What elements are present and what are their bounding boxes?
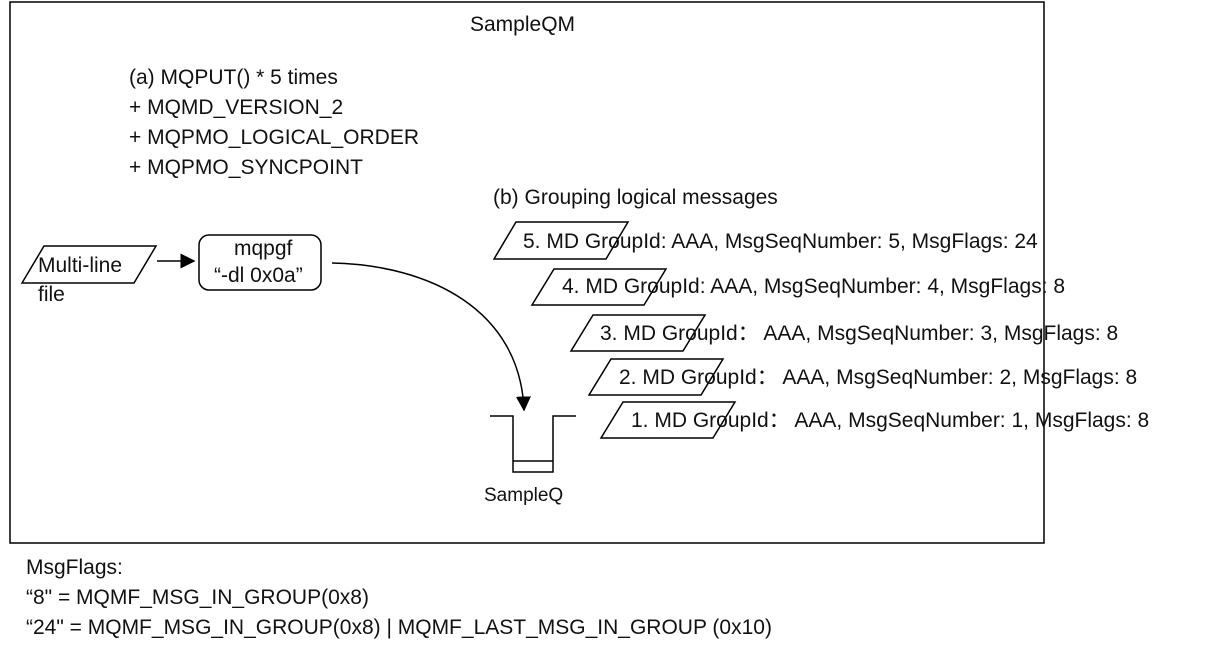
mqpgf-to-queue-arrow bbox=[331, 262, 531, 412]
queue-symbol bbox=[490, 415, 576, 473]
grouping-title: (b) Grouping logical messages bbox=[493, 186, 778, 209]
legend-line: “24" = MQMF_MSG_IN_GROUP(0x8) | MQMF_LAS… bbox=[26, 616, 772, 639]
mqpgf-label-line2: “-dl 0x0a” bbox=[214, 264, 303, 287]
message-4-label: 4. MD GroupId: AAA, MsgSeqNumber: 4, Msg… bbox=[562, 275, 1066, 298]
message-2-shape bbox=[587, 358, 725, 396]
message-1-shape bbox=[599, 401, 737, 439]
message-1-label: 1. MD GroupId： AAA, MsgSeqNumber: 1, Msg… bbox=[631, 409, 1150, 432]
queue-label: SampleQ bbox=[484, 485, 564, 506]
put-option-line: + MQPMO_SYNCPOINT bbox=[129, 156, 363, 179]
put-option-line: (a) MQPUT() * 5 times bbox=[129, 66, 338, 89]
message-4-shape bbox=[530, 268, 668, 306]
input-file-shape bbox=[20, 245, 158, 284]
mqpgf-box bbox=[198, 234, 322, 291]
put-option-line: + MQPMO_LOGICAL_ORDER bbox=[129, 126, 419, 149]
input-file-label-line1: Multi-line bbox=[38, 254, 123, 277]
message-3-label: 3. MD GroupId： AAA, MsgSeqNumber: 3, Msg… bbox=[600, 322, 1119, 345]
message-5-label: 5. MD GroupId: AAA, MsgSeqNumber: 5, Msg… bbox=[523, 230, 1038, 253]
input-file-label-line2: file bbox=[38, 283, 65, 306]
message-2-label: 2. MD GroupId： AAA, MsgSeqNumber: 2, Msg… bbox=[619, 366, 1138, 389]
message-3-shape bbox=[569, 314, 707, 352]
queue-manager-frame bbox=[9, 1, 1045, 544]
message-5-shape bbox=[492, 221, 630, 260]
put-option-line: + MQMD_VERSION_2 bbox=[129, 96, 344, 119]
mqpgf-label-line1: mqpgf bbox=[234, 237, 293, 260]
legend-line: “8" = MQMF_MSG_IN_GROUP(0x8) bbox=[26, 586, 369, 609]
queue-manager-title: SampleQM bbox=[470, 13, 576, 36]
legend-title: MsgFlags: bbox=[26, 556, 123, 579]
